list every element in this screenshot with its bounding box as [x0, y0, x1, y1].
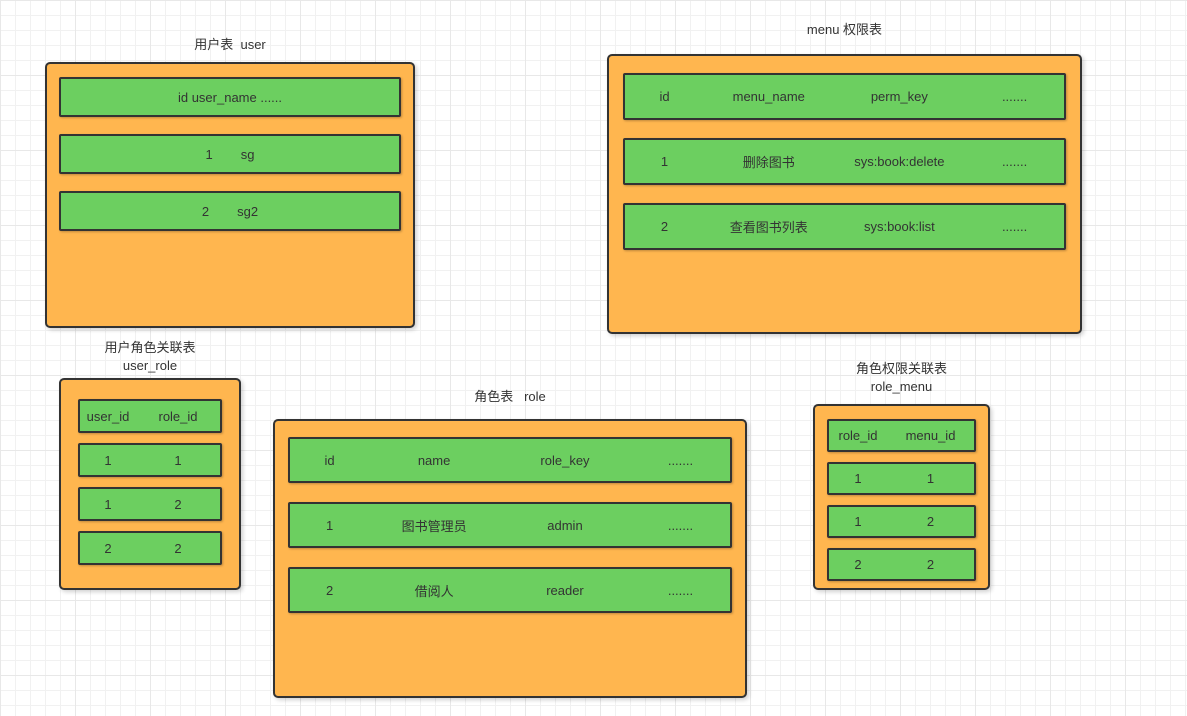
- table-cell: 2: [325, 582, 334, 598]
- table-row[interactable]: 1 删除图书 sys:book:delete.......: [623, 138, 1066, 185]
- table-cell: id: [659, 89, 670, 104]
- table-cell: 1: [660, 154, 669, 169]
- table-row[interactable]: id name role_key.......: [288, 437, 732, 483]
- table-cell: 2: [926, 557, 935, 572]
- table-shape-menu[interactable]: id menu_name perm_key....... 1 删除图书 sys:book:…: [607, 54, 1082, 334]
- table-cell: role_id: [838, 428, 878, 443]
- table-title-menu[interactable]: menu 权限表: [607, 21, 1082, 39]
- table-cell: reader: [546, 582, 584, 598]
- table-title-line: 角色表 role: [474, 389, 546, 404]
- table-row[interactable]: role_id menu_id: [827, 419, 976, 452]
- table-cell: name: [417, 452, 451, 468]
- table-cell: 1: [926, 471, 935, 486]
- table-cell: 2: [854, 557, 862, 572]
- table-cell: role_id: [158, 408, 198, 424]
- table-cell: admin: [547, 517, 583, 533]
- table-cell: perm_key: [870, 89, 928, 104]
- table-title-line: 角色权限关联表: [855, 361, 947, 376]
- table-cell: 1: [854, 514, 862, 529]
- table-title-role_menu[interactable]: 角色权限关联表 role_menu: [813, 360, 990, 396]
- table-title-user_role[interactable]: 用户角色关联表 user_role: [59, 339, 241, 375]
- table-cell: sg2: [237, 203, 259, 219]
- table-row[interactable]: id user_name ......: [59, 77, 401, 117]
- table-cell: id: [324, 452, 335, 468]
- table-cell: .......: [1001, 219, 1028, 234]
- table-cell: .......: [1001, 89, 1028, 104]
- table-cell: sys:book:list: [863, 219, 935, 234]
- table-cell: 2: [201, 203, 210, 219]
- table-cell: 1: [325, 517, 334, 533]
- table-row[interactable]: 1 图书管理员 admin.......: [288, 502, 732, 548]
- table-cell: 2: [174, 540, 182, 556]
- table-cell: 2: [104, 540, 112, 556]
- table-cell: .......: [667, 517, 694, 533]
- table-cell: menu_name: [732, 89, 805, 104]
- table-row[interactable]: user_id role_id: [78, 399, 222, 433]
- table-cell: 图书管理员: [401, 518, 467, 534]
- table-cell: sg: [240, 146, 255, 162]
- table-cell: 借阅人: [414, 583, 454, 599]
- table-row[interactable]: 2 借阅人 reader.......: [288, 567, 732, 613]
- table-row[interactable]: 2 sg2: [59, 191, 401, 231]
- table-title-line: 用户表 user: [194, 37, 266, 52]
- table-cell: .......: [1001, 154, 1028, 169]
- table-cell: role_key: [540, 452, 590, 468]
- table-cell: id user_name ......: [177, 89, 283, 105]
- table-cell: 删除图书: [742, 155, 795, 170]
- table-cell: user_id: [86, 408, 130, 424]
- table-cell: 1: [104, 496, 112, 512]
- table-cell: .......: [667, 452, 694, 468]
- table-title-line: 用户角色关联表: [104, 340, 196, 355]
- table-cell: 1: [854, 471, 862, 486]
- table-cell: 2: [926, 514, 935, 529]
- table-title-role[interactable]: 角色表 role: [273, 388, 747, 406]
- table-cell: 1: [205, 146, 213, 162]
- table-cell: 2: [174, 496, 182, 512]
- table-cell: menu_id: [905, 428, 956, 443]
- table-row[interactable]: 1 sg: [59, 134, 401, 174]
- table-title-line: role_menu: [870, 379, 933, 394]
- table-cell: 1: [174, 452, 182, 468]
- table-cell: 查看图书列表: [729, 220, 808, 235]
- table-cell: 2: [660, 219, 669, 234]
- table-title-line: user_role: [122, 358, 178, 373]
- table-cell: sys:book:delete: [854, 154, 945, 169]
- table-cell: 1: [104, 452, 112, 468]
- table-title-line: menu 权限表: [806, 22, 883, 37]
- table-cell: .......: [667, 582, 694, 598]
- table-row[interactable]: id menu_name perm_key.......: [623, 73, 1066, 120]
- table-row[interactable]: 2 查看图书列表 sys:book:list.......: [623, 203, 1066, 250]
- table-title-user[interactable]: 用户表 user: [45, 36, 415, 54]
